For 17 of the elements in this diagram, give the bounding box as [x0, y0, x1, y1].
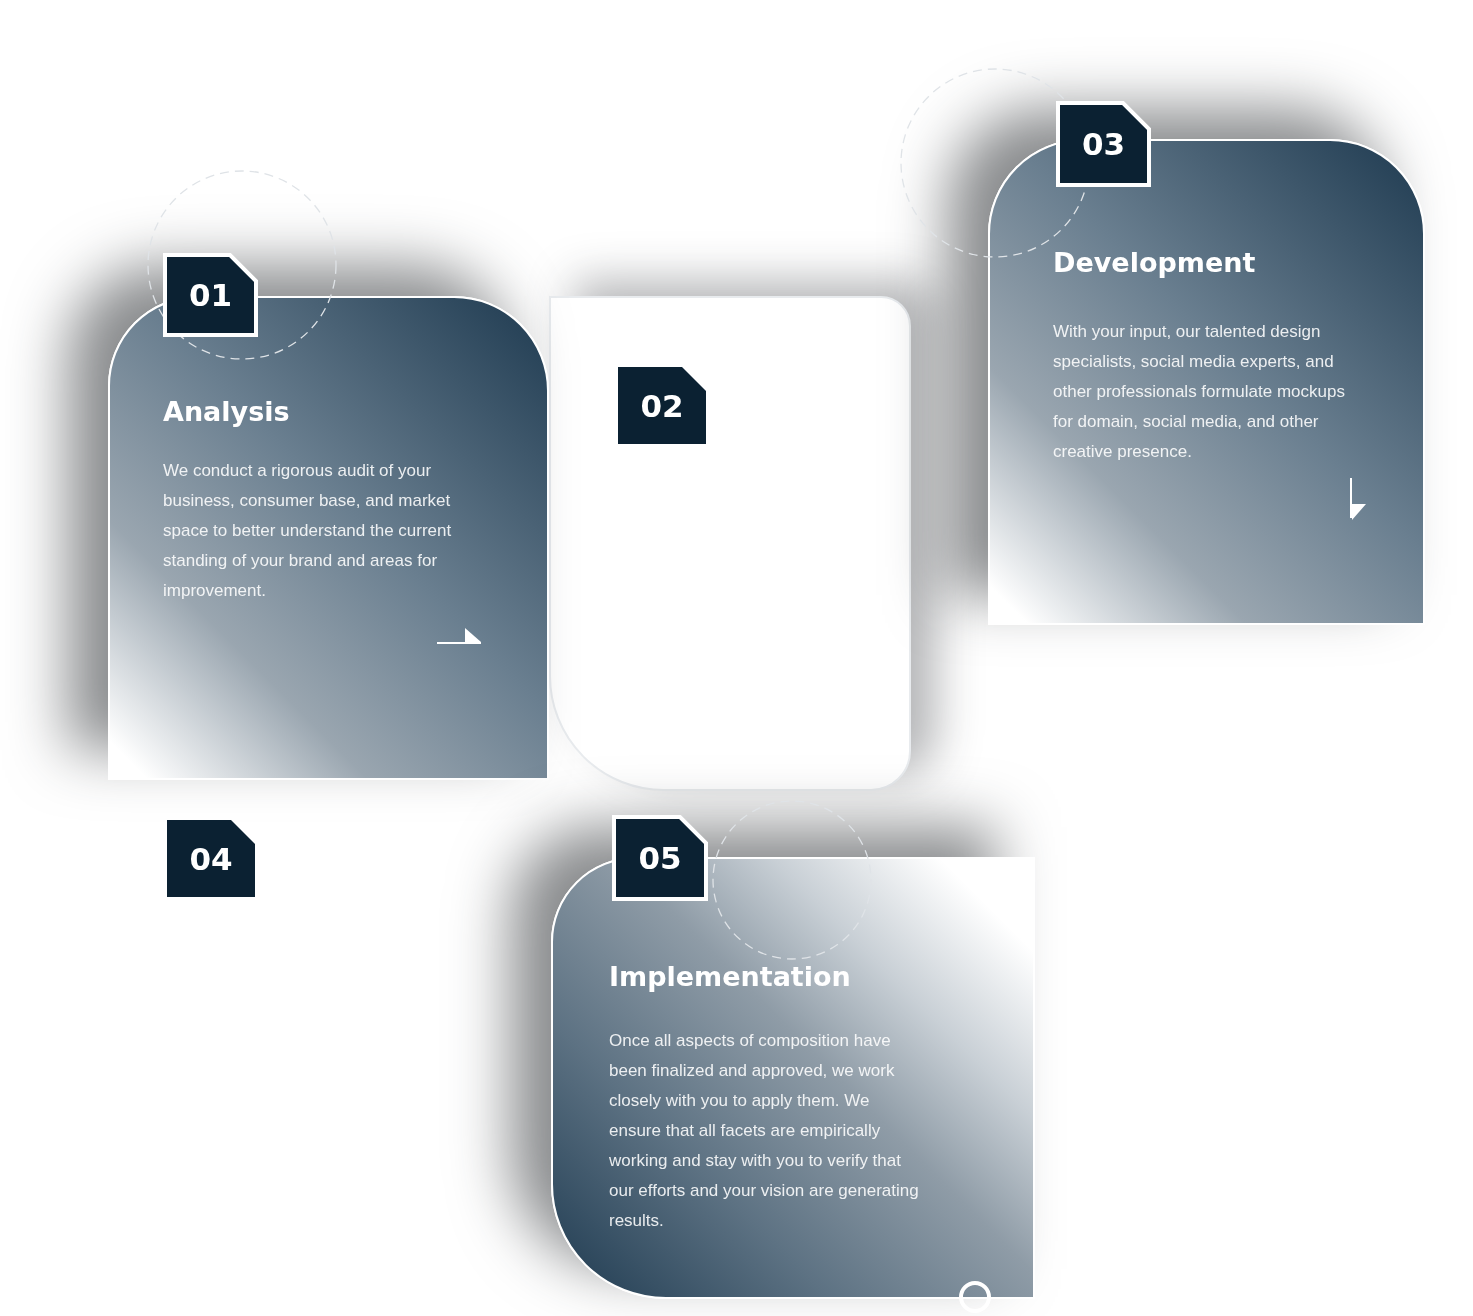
step-number: 05: [637, 842, 683, 874]
step-description: Once all aspects of composition have been finalized and approved, we work closely with you to apply them. We ensure that all facets are empirically working and stay with you to verify that our efforts and your vision are generating results.: [609, 1030, 919, 1232]
step-description: We conduct a rigorous audit of your business, consumer base, and market space to better understand the current standing of your brand and areas for improvement.: [163, 460, 453, 602]
step-number: 01: [187, 279, 234, 311]
dashed-circle: [147, 170, 337, 360]
dashed-circle: [712, 800, 872, 960]
step-number: 04: [188, 843, 234, 874]
step-number: 02: [639, 390, 685, 421]
step-title: Analysis: [163, 396, 290, 427]
step-number-badge: [167, 820, 255, 897]
step-title: Development: [1053, 247, 1256, 278]
step-number: 03: [1080, 128, 1127, 160]
blank-card: [549, 296, 911, 791]
step-title: Implementation: [609, 961, 851, 992]
step-number-badge: [1056, 101, 1151, 187]
step-description: With your input, our talented design specialists, social media experts, and other professionals formulate mockups for domain, social media, and other creative presence.: [1053, 321, 1346, 463]
step-number-badge: [618, 367, 706, 444]
